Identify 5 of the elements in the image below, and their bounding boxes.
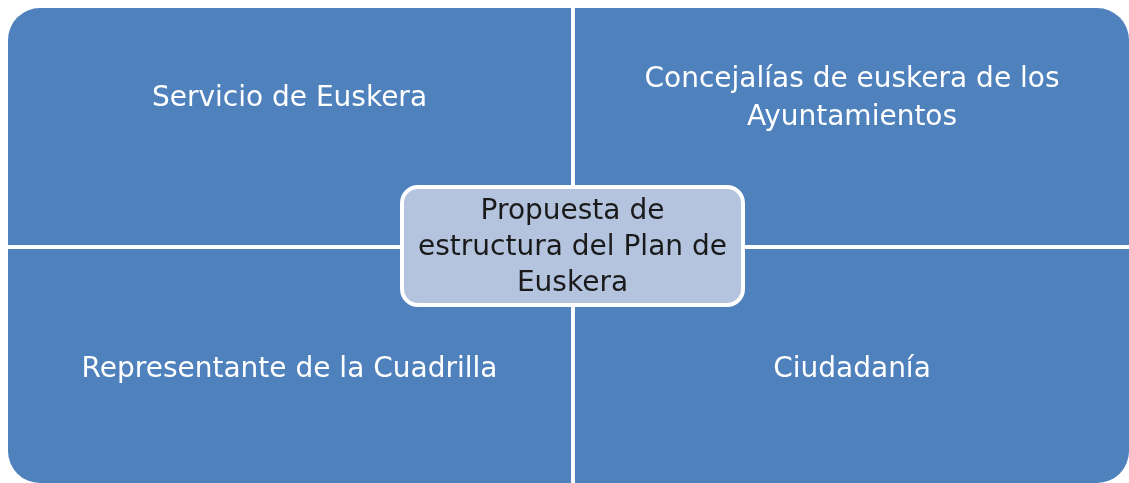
quadrant-label: Servicio de Euskera	[151, 78, 428, 115]
quadrant-label: Representante de la Cuadrilla	[81, 350, 498, 386]
center-box: Propuesta de estructura del Plan de Euskera	[400, 185, 745, 307]
quadrant-label: Concejalías de euskera de los Ayuntamientos	[643, 59, 1061, 134]
quadrant-label: Ciudadanía	[773, 350, 931, 386]
